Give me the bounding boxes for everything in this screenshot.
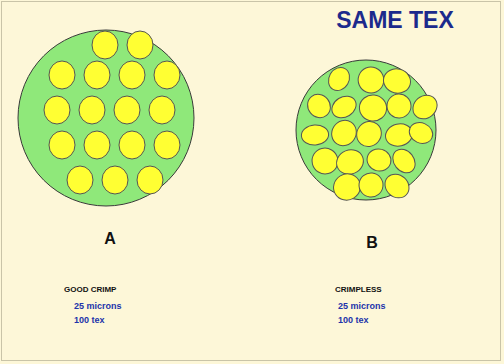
section-letter: B	[366, 234, 378, 252]
fibre	[408, 90, 442, 123]
crimp-label: GOOD CRIMP	[64, 286, 116, 295]
fibre	[333, 146, 367, 178]
fibre	[92, 31, 118, 59]
fibre-diameter: 25 microns	[338, 302, 386, 312]
fibre	[154, 131, 180, 159]
fibre	[119, 131, 145, 159]
fibre	[380, 169, 414, 203]
yarn-count: 100 tex	[338, 316, 369, 326]
yarn-section-a	[18, 30, 194, 206]
fibre	[327, 116, 361, 151]
fibre	[49, 131, 75, 159]
fibre	[382, 89, 416, 123]
fibre	[84, 131, 110, 159]
fibre-diameter: 25 microns	[74, 302, 122, 312]
fibre	[137, 166, 163, 194]
section-letter: A	[104, 230, 116, 248]
fibre	[354, 63, 388, 97]
fibre	[406, 119, 436, 147]
fibre	[79, 96, 105, 124]
fibre	[149, 96, 175, 124]
fibre	[301, 124, 330, 146]
fibre	[388, 145, 420, 177]
fibre	[358, 172, 384, 198]
packed-fibres	[301, 63, 442, 205]
yarn-count: 100 tex	[74, 316, 105, 326]
yarn-section-b	[296, 60, 436, 200]
round-fibres	[44, 31, 180, 194]
title: SAME TEX	[336, 8, 454, 33]
fibre	[154, 61, 180, 89]
fibre	[352, 116, 387, 151]
fibre	[303, 90, 335, 122]
fibre	[102, 166, 128, 194]
fibre	[381, 66, 413, 96]
fibre	[114, 96, 140, 124]
fibre	[365, 146, 394, 173]
fibre	[49, 61, 75, 89]
crimp-label: CRIMPLESS	[335, 286, 382, 295]
fibre	[358, 94, 387, 122]
fibre	[84, 61, 110, 89]
fibre	[67, 166, 93, 194]
fibre	[44, 96, 70, 124]
fibre	[127, 31, 153, 59]
fibre	[324, 64, 353, 95]
fibre	[119, 61, 145, 89]
fibre	[328, 92, 360, 123]
